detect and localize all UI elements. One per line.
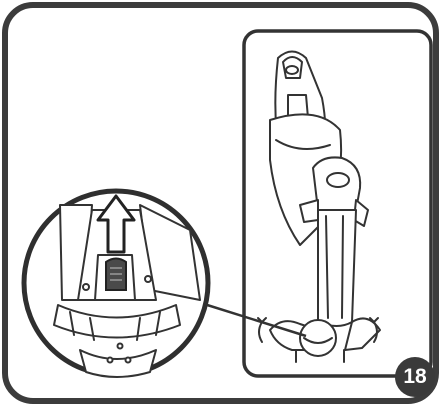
step-number: 18 [403,365,426,389]
step-number-badge: 18 [395,357,435,397]
detail-magnifier [24,191,208,377]
